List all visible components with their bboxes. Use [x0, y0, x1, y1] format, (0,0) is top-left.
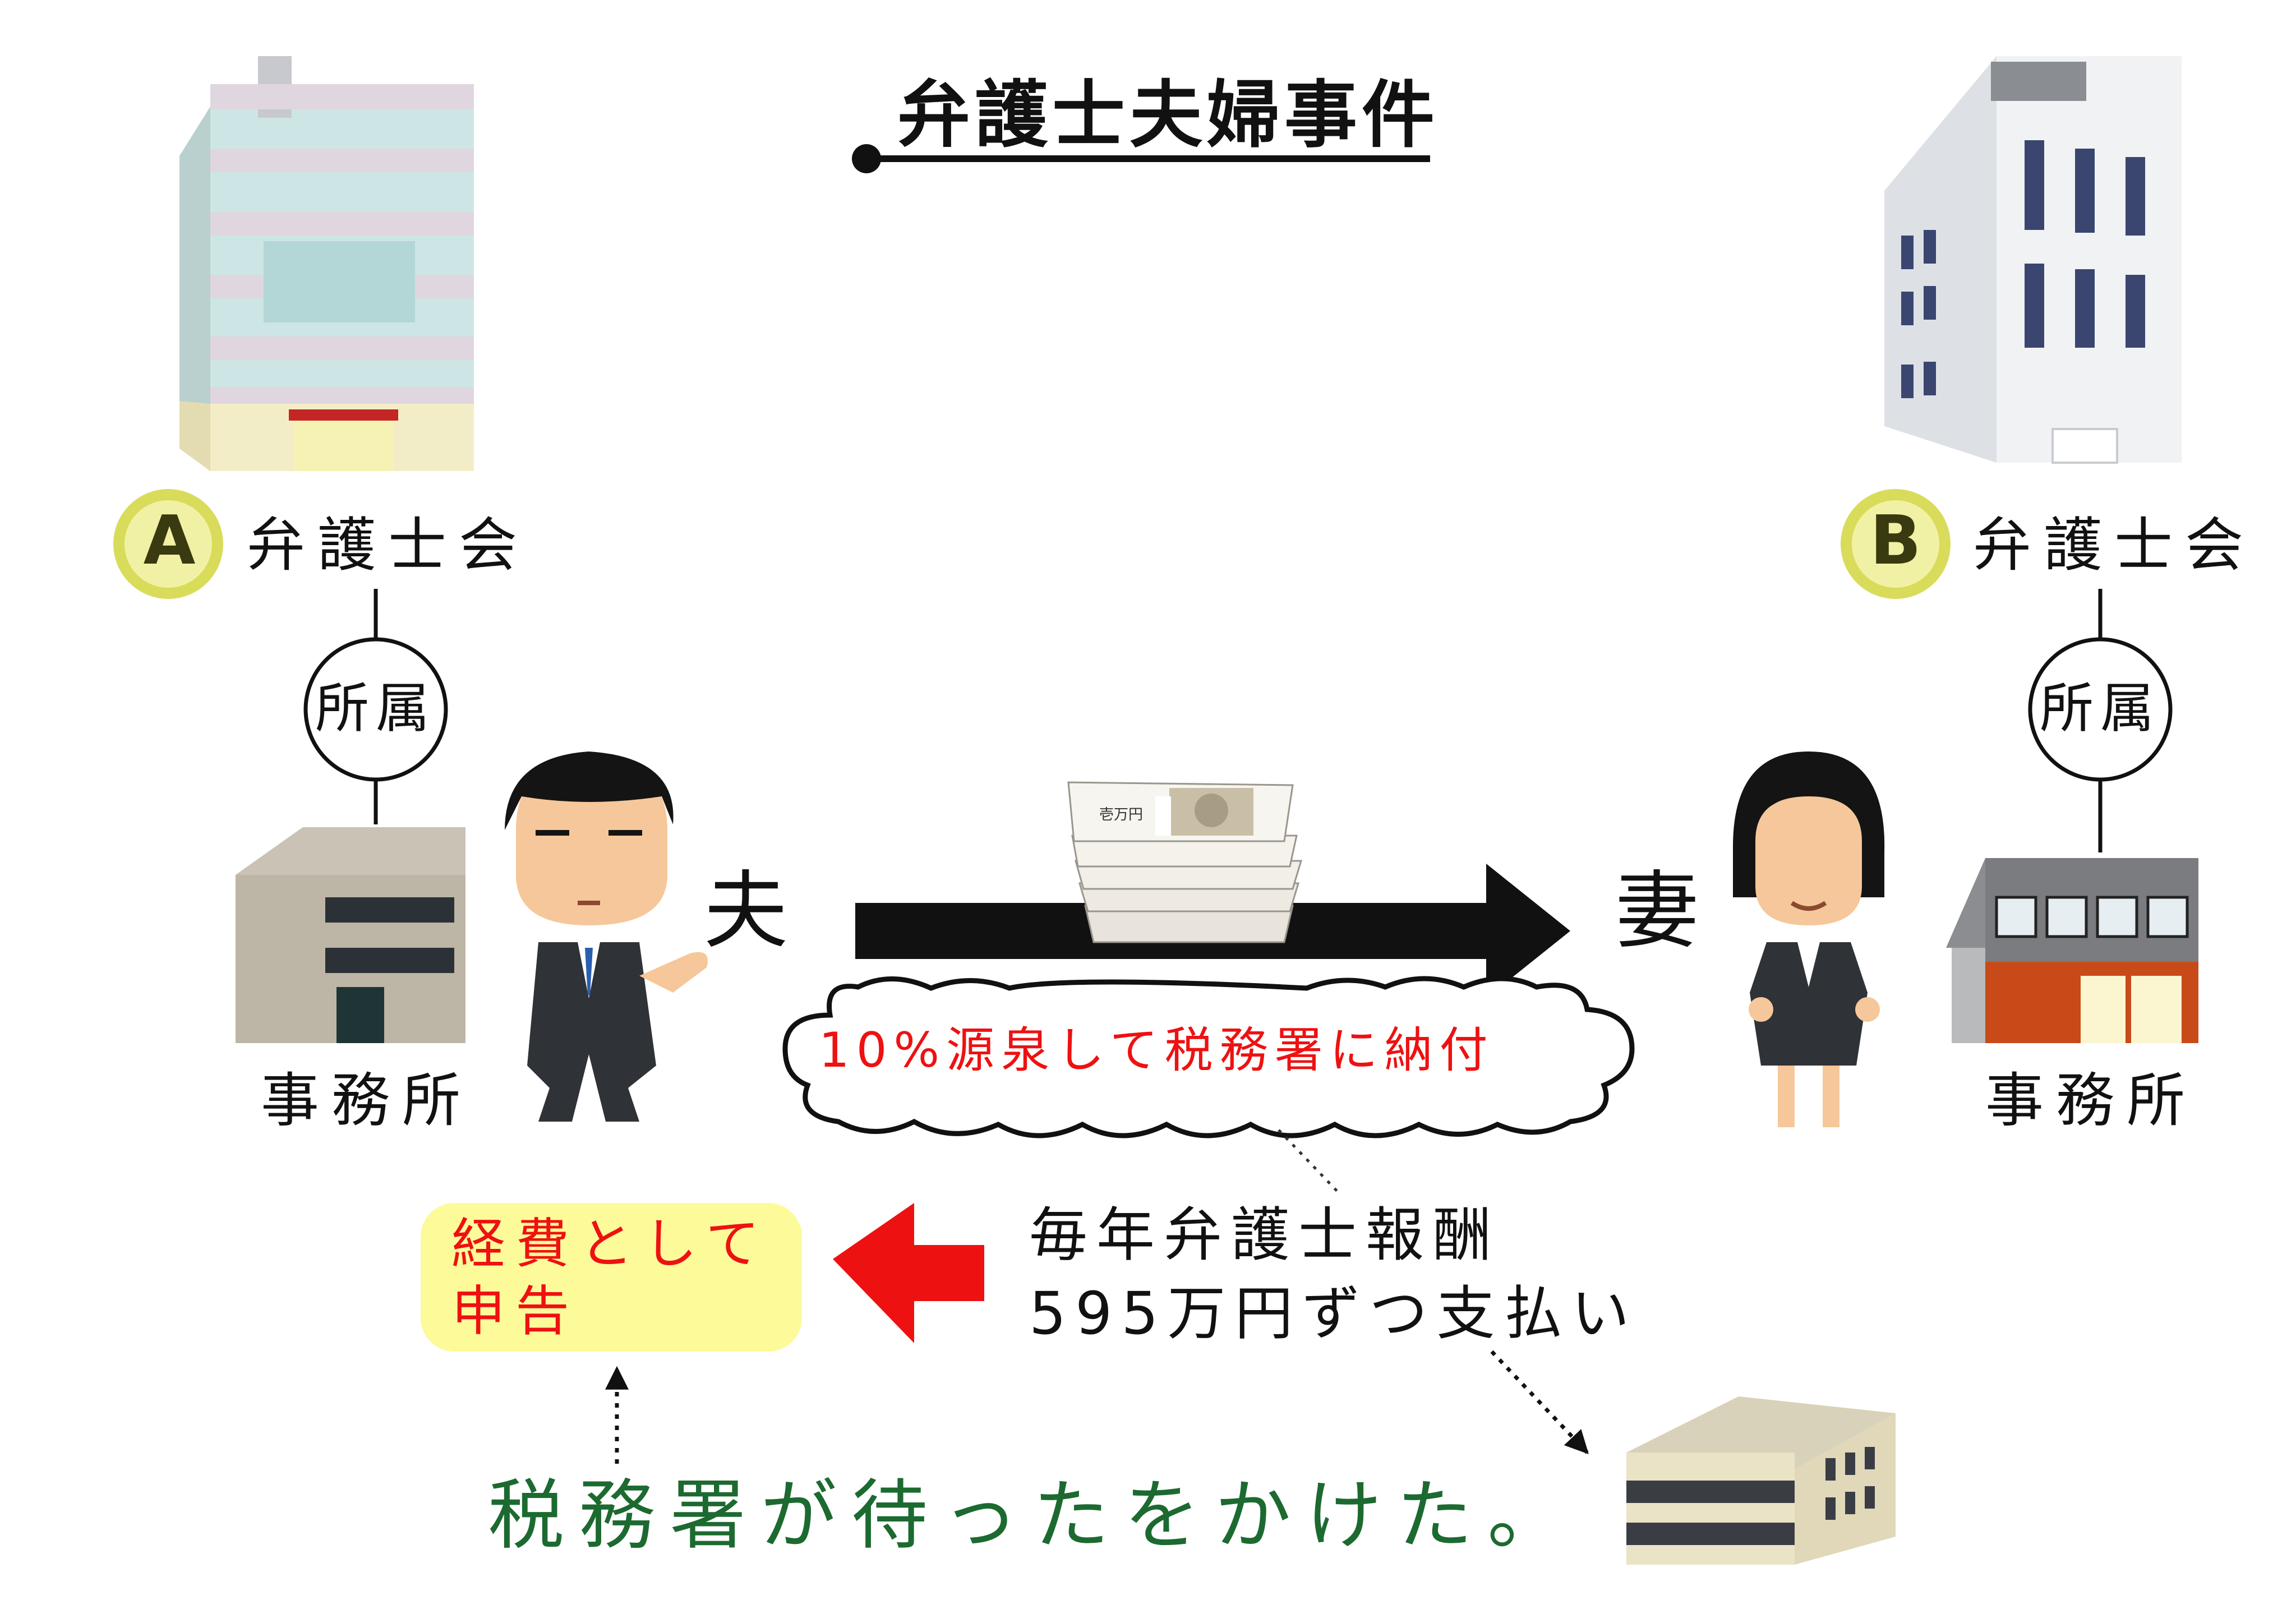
tax-office-arrow [1490, 1350, 1589, 1455]
money-stack [1067, 781, 1303, 943]
left-association-label: 弁護士会 [247, 511, 530, 579]
payment-line-2: 595万円ずつ支払い [1029, 1279, 1639, 1348]
left-affiliation-connector [303, 589, 448, 824]
tax-office-building [1626, 1396, 1896, 1565]
wife-label: 妻 [1615, 863, 1700, 960]
badge-a-letter: A [143, 502, 196, 580]
expense-line-1: 経費として [451, 1212, 770, 1275]
right-office-building [1946, 858, 2198, 1043]
red-arrow [833, 1203, 984, 1343]
right-affiliation-connector [2028, 589, 2173, 852]
cloud-leader-line [1278, 1129, 1341, 1196]
conclusion-text: 税務署が待ったをかけた。 [488, 1472, 1578, 1560]
page-title: 弁護士夫婦事件 [897, 72, 1440, 158]
husband-label: 夫 [704, 863, 789, 960]
expense-note-box [421, 1203, 802, 1352]
money-bill-label: 壱万円 [1099, 806, 1144, 823]
cloud-text: 10%源泉して税務署に納付 [819, 1022, 1495, 1078]
right-affiliation-label: 所属 [2040, 677, 2161, 740]
left-office-label: 事務所 [261, 1066, 473, 1135]
badge-a-circle [113, 489, 223, 599]
right-office-label: 事務所 [1985, 1066, 2198, 1135]
payment-line-1: 毎年弁護士報酬 [1029, 1201, 1501, 1269]
expense-line-2: 申告 [451, 1280, 579, 1343]
cloud-shape [782, 976, 1635, 1138]
husband-figure [505, 751, 708, 1122]
left-office-building [236, 827, 465, 1043]
right-association-label: 弁護士会 [1973, 511, 2256, 579]
badge-b-letter: B [1870, 502, 1921, 580]
title-underline [852, 144, 1430, 173]
badge-b-circle [1841, 489, 1951, 599]
left-affiliation-label: 所属 [315, 677, 436, 740]
left-office-tower [179, 56, 474, 471]
right-office-tower [1884, 56, 2182, 464]
wife-figure [1733, 751, 1885, 1127]
